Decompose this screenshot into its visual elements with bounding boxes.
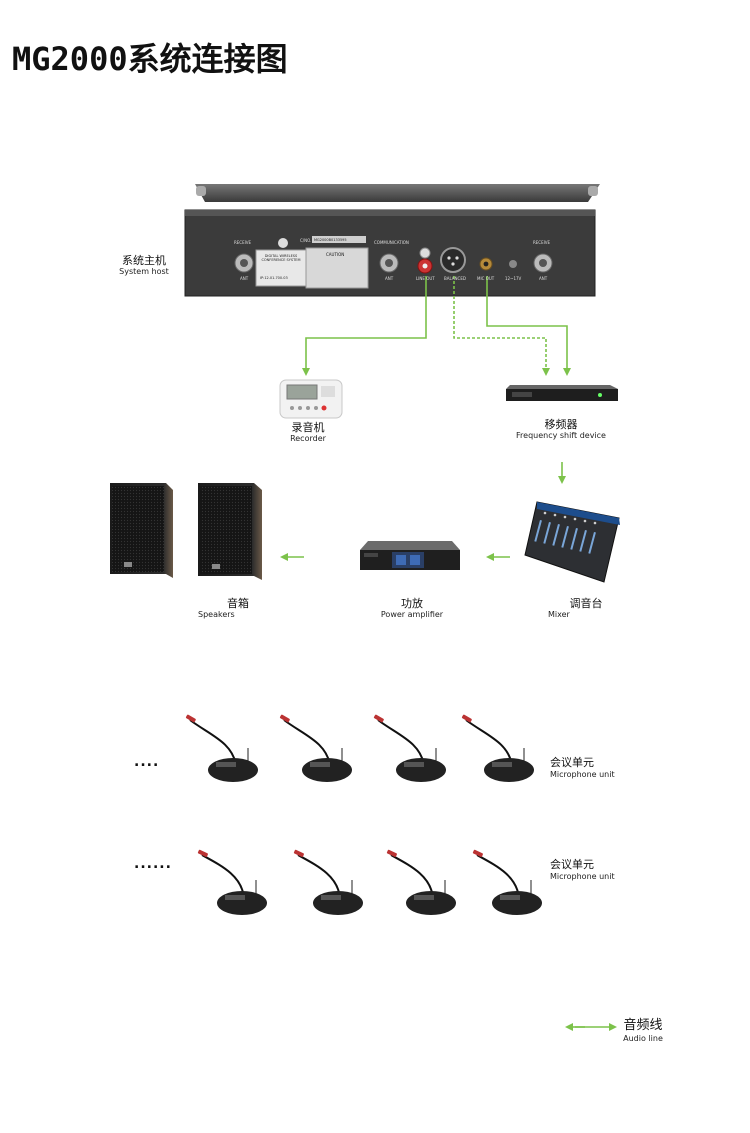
host-label-cn: 系统主机: [122, 254, 166, 267]
microphone-unit-6: [293, 849, 363, 915]
mic-row-2-label-en: Microphone unit: [550, 872, 615, 881]
mic-row-1-label: 会议单元 Microphone unit: [550, 754, 615, 779]
speakers-label: 音箱 Speakers: [196, 597, 280, 620]
mic-row-2: [197, 849, 542, 915]
microphone-unit-1: [185, 714, 258, 782]
model-label: DIGITAL WIRELESS CONFERENCE SYSTEM: [261, 254, 301, 263]
ant-right-label: ANT: [539, 276, 548, 281]
frequency-shifter-device: [506, 385, 618, 401]
mic-row-1-label-cn: 会议单元: [550, 756, 594, 769]
mixer-label: 调音台 Mixer: [548, 597, 624, 620]
microphone-unit-8: [472, 849, 542, 915]
amplifier-label-cn: 功放: [401, 597, 423, 610]
recorder-device: [279, 379, 343, 419]
speaker-left: [110, 483, 173, 578]
amplifier-label-en: Power amplifier: [380, 610, 444, 620]
speakers-label-cn: 音箱: [227, 597, 249, 610]
microphone-unit-2: [279, 714, 352, 782]
lineout-label: LINE OUT: [416, 276, 435, 281]
shifter-label: 移频器 Frequency shift device: [506, 418, 616, 441]
ant-left-label: ANT: [240, 276, 249, 281]
legend-label-cn: 音频线: [623, 1018, 663, 1033]
balanced-label: BALANCED: [444, 276, 466, 281]
microphone-unit-5: [197, 849, 267, 915]
recorder-label-cn: 录音机: [291, 421, 325, 434]
power-amplifier-device: [360, 541, 460, 570]
communication-label: COMMUNICATION: [374, 240, 409, 245]
ip-label: IP:12.01.700.03: [260, 276, 288, 280]
amplifier-label: 功放 Power amplifier: [356, 597, 468, 620]
mic-row-2-label: 会议单元 Microphone unit: [550, 856, 615, 881]
mixer-label-cn: 调音台: [569, 597, 603, 610]
legend-label-en: Audio line: [623, 1033, 663, 1043]
host-label-en: System host: [119, 267, 169, 277]
audio-lines: [280, 276, 617, 1031]
speakers-label-en: Speakers: [198, 610, 235, 620]
microphone-unit-4: [461, 714, 534, 782]
dc-label: 12~17V: [505, 276, 522, 281]
microphone-unit-3: [373, 714, 446, 782]
mic-row-1-label-en: Microphone unit: [550, 770, 615, 779]
shifter-label-en: Frequency shift device: [516, 431, 606, 441]
speaker-right: [198, 483, 262, 580]
serial-prefix-label: C/NO.: [300, 238, 312, 243]
legend-label: 音频线 Audio line: [612, 1018, 674, 1043]
mic-out-label: MIC OUT: [477, 276, 495, 281]
ant-mid-label: ANT: [385, 276, 394, 281]
mic-row-1: [185, 714, 534, 782]
serial-label: MG2000B0133595: [314, 238, 347, 242]
recorder-label-en: Recorder: [290, 434, 326, 444]
caution-label: CAUTION: [326, 252, 345, 257]
mixer-label-en: Mixer: [548, 610, 570, 620]
mic-row-2-ellipsis: ......: [134, 856, 172, 872]
microphone-unit-7: [386, 849, 456, 915]
mic-row-2-label-cn: 会议单元: [550, 858, 594, 871]
mixer-device: [524, 501, 620, 583]
recorder-label: 录音机 Recorder: [268, 421, 348, 444]
system-host-panel: [184, 184, 600, 297]
receive-right-label: RECEIVE: [533, 240, 551, 245]
shifter-label-cn: 移频器: [544, 418, 578, 431]
page-title: MG2000系统连接图: [12, 40, 288, 78]
mic-row-1-ellipsis: ....: [134, 754, 160, 770]
host-label: 系统主机 System host: [112, 254, 176, 277]
receive-left-label: RECEIVE: [234, 240, 252, 245]
